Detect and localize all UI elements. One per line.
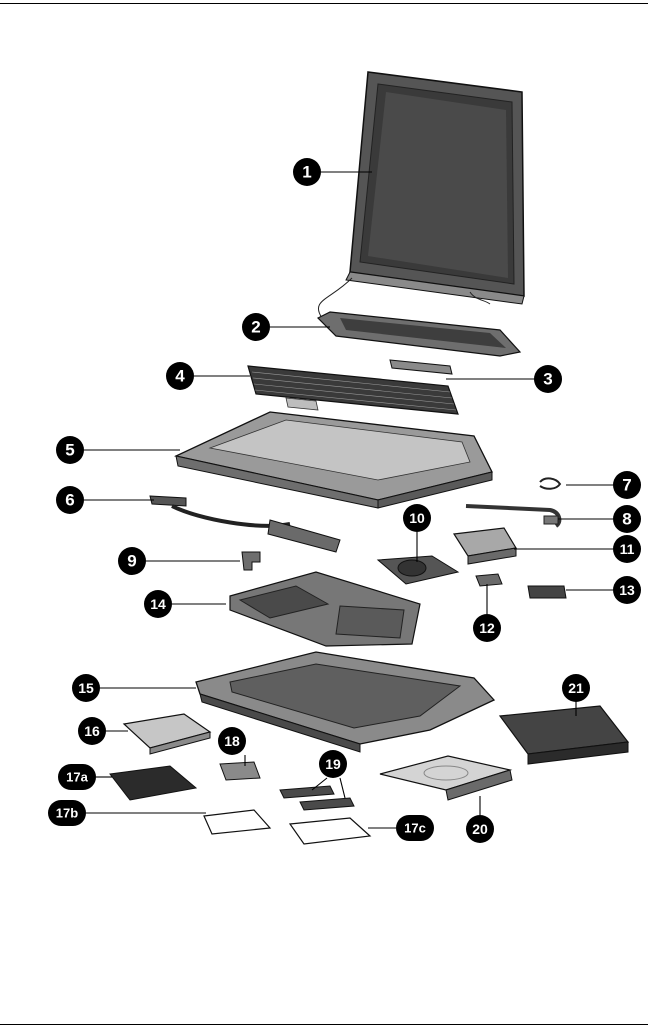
memory-modules xyxy=(279,785,355,811)
callout-13: 13 xyxy=(613,576,641,604)
callout-9: 9 xyxy=(118,547,146,575)
callouts-group: 1 2 3 4 5 6 7 8 xyxy=(48,158,641,843)
callout-4-label: 4 xyxy=(175,367,185,386)
callout-17b: 17b xyxy=(48,800,86,826)
callout-13-label: 13 xyxy=(619,582,635,598)
callout-14: 14 xyxy=(144,590,172,618)
top-cover xyxy=(173,411,493,509)
top-rule xyxy=(0,3,648,4)
callout-11: 11 xyxy=(613,535,641,563)
callout-1-label: 1 xyxy=(302,163,311,182)
callout-12-label: 12 xyxy=(479,620,495,636)
leader-lines xyxy=(84,171,613,829)
callout-16-label: 16 xyxy=(84,723,100,739)
cable-8 xyxy=(465,504,562,528)
parts-group xyxy=(109,71,630,845)
callout-8-label: 8 xyxy=(622,510,631,529)
hard-drive-cover xyxy=(109,765,198,801)
callout-17a: 17a xyxy=(58,764,96,790)
callout-16: 16 xyxy=(78,717,106,745)
bracket-9 xyxy=(241,551,261,571)
callout-21-label: 21 xyxy=(568,680,584,696)
speaker-board xyxy=(149,495,341,553)
callout-17c-label: 17c xyxy=(404,821,426,836)
callout-17c: 17c xyxy=(396,815,434,841)
callout-17a-label: 17a xyxy=(66,770,88,785)
cover-17b xyxy=(203,809,272,835)
callout-6-label: 6 xyxy=(65,491,74,510)
callout-15-label: 15 xyxy=(78,680,94,696)
callout-9-label: 9 xyxy=(127,552,136,571)
callout-8: 8 xyxy=(613,505,641,533)
mini-pci-card xyxy=(219,761,261,781)
callout-19-label: 19 xyxy=(325,756,341,772)
keyboard xyxy=(247,365,459,415)
callout-3: 3 xyxy=(534,365,562,393)
callout-1: 1 xyxy=(293,158,321,186)
callout-20: 20 xyxy=(466,815,494,843)
callout-5-label: 5 xyxy=(65,441,74,460)
display-assembly xyxy=(317,71,525,319)
callout-14-label: 14 xyxy=(150,596,166,612)
heat-sink xyxy=(452,527,517,565)
callout-18: 18 xyxy=(218,727,246,755)
callout-3-label: 3 xyxy=(543,370,552,389)
callout-10-label: 10 xyxy=(409,510,425,526)
switch-board xyxy=(389,359,453,375)
keyboard-cover xyxy=(316,311,522,357)
callout-6: 6 xyxy=(56,486,84,514)
callout-17b-label: 17b xyxy=(56,806,78,821)
cover-17c xyxy=(288,817,372,845)
system-board xyxy=(229,571,421,647)
callout-7-label: 7 xyxy=(622,476,631,495)
processor xyxy=(475,573,503,587)
battery xyxy=(498,705,630,765)
bottom-rule xyxy=(0,1024,648,1025)
callout-11-label: 11 xyxy=(620,541,635,557)
callout-4: 4 xyxy=(166,362,194,390)
card-13 xyxy=(527,585,567,599)
callout-5: 5 xyxy=(56,436,84,464)
cable-7 xyxy=(539,477,562,490)
callout-19: 19 xyxy=(319,750,347,778)
base-enclosure xyxy=(195,651,496,753)
hard-drive xyxy=(122,713,212,755)
callout-2-label: 2 xyxy=(251,318,260,337)
callout-20-label: 20 xyxy=(472,821,488,837)
callout-2: 2 xyxy=(242,313,270,341)
callout-18-label: 18 xyxy=(224,733,240,749)
callout-21: 21 xyxy=(562,674,590,702)
fan xyxy=(376,555,460,585)
callout-12: 12 xyxy=(473,614,501,642)
optical-drive xyxy=(379,755,513,801)
callout-7: 7 xyxy=(613,471,641,499)
callout-15: 15 xyxy=(72,674,100,702)
callout-10: 10 xyxy=(403,504,431,532)
